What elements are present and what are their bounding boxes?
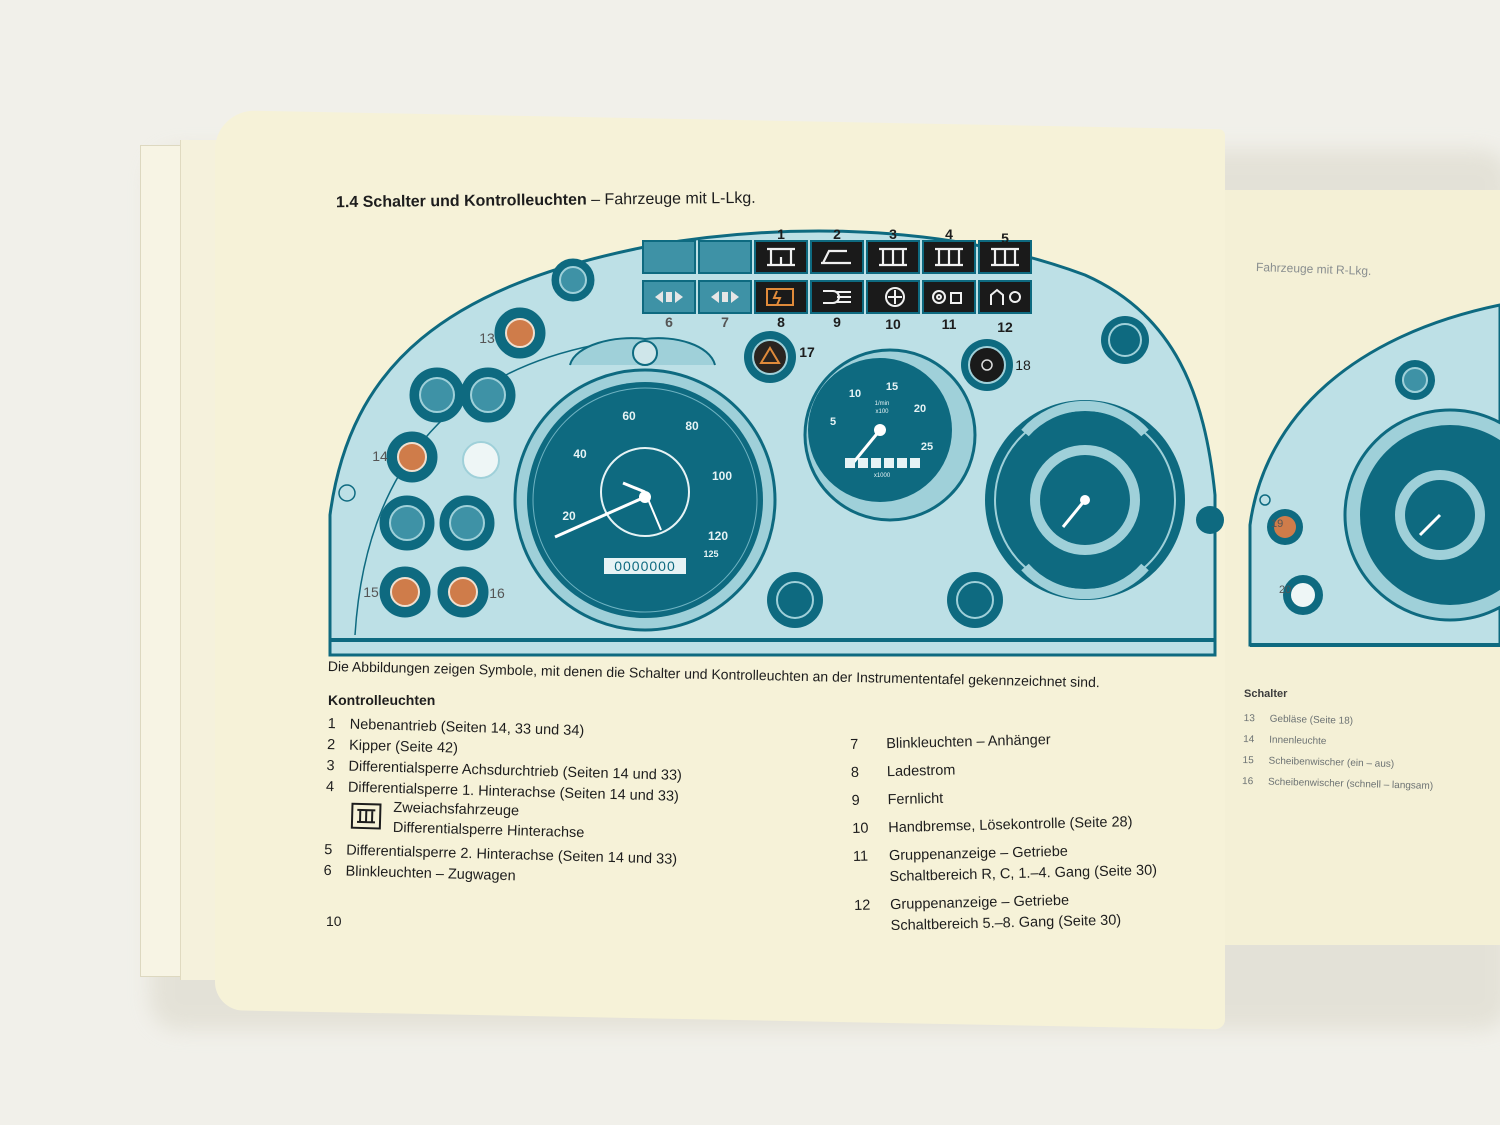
section-number: 1.4 xyxy=(335,193,359,212)
indicator-number-12: 12 xyxy=(997,319,1013,335)
two-axle-note: Zweiachsfahrzeuge Differentialsperre Hin… xyxy=(324,798,585,841)
tacho-unit-bottom: x1000 xyxy=(874,473,891,479)
speedo-tick-100: 100 xyxy=(712,469,732,483)
speedo-tick-40: 40 xyxy=(573,447,587,461)
dash-number-15: 15 xyxy=(363,584,379,600)
indicator-number-11: 11 xyxy=(942,316,957,332)
schalter-heading: Schalter xyxy=(1244,688,1288,700)
section-title-light: – Fahrzeuge mit L-Lkg. xyxy=(591,189,756,209)
indicator-number-7: 7 xyxy=(721,314,729,330)
indicator-number-3: 3 xyxy=(889,226,897,242)
tacho-unit-top: 1/min xyxy=(875,401,890,407)
tacho-tick-10: 10 xyxy=(849,388,861,400)
indicator-number-6: 6 xyxy=(665,314,673,330)
tacho-unit-mid: x100 xyxy=(875,409,889,415)
indicator-number-10: 10 xyxy=(885,316,901,332)
indicator-row-bottom xyxy=(642,280,1032,314)
tacho-tick-25: 25 xyxy=(921,441,933,453)
tachometer: 5 10 15 20 25 1/min x100 x1000 xyxy=(803,348,977,522)
tacho-tick-15: 15 xyxy=(886,381,898,393)
switch-cluster-left xyxy=(338,258,595,618)
tacho-tick-5: 5 xyxy=(830,416,836,428)
tacho-tick-20: 20 xyxy=(914,403,926,415)
speedo-tick-125: 125 xyxy=(703,549,718,559)
indicator-number-8: 8 xyxy=(777,314,785,330)
section-title-bold: Schalter und Kontrolleuchten xyxy=(362,191,587,211)
odometer: 0000000 xyxy=(614,558,676,574)
combination-gauge xyxy=(985,400,1185,600)
lower-switches xyxy=(767,316,1224,628)
speedometer: 0000000 20 40 60 80 100 120 125 xyxy=(513,337,777,632)
right-dash-number-19: 19 xyxy=(1271,518,1283,530)
dash-number-14: 14 xyxy=(372,448,388,464)
indicator-number-5: 5 xyxy=(1001,230,1009,246)
indicator-number-2: 2 xyxy=(833,226,841,242)
right-dash-number-20: 20 xyxy=(1279,584,1291,596)
dash-number-18: 18 xyxy=(1015,357,1031,373)
dashboard-illustration: 1 2 3 4 5 6 7 8 9 10 11 12 13 14 15 16 1… xyxy=(328,226,1224,657)
speedo-tick-80: 80 xyxy=(685,419,699,433)
speedo-tick-20: 20 xyxy=(562,509,576,523)
light-switch xyxy=(961,339,1013,391)
kontrolleuchten-heading: Kontrolleuchten xyxy=(328,692,436,708)
indicator-number-1: 1 xyxy=(777,226,785,242)
hazard-switch xyxy=(744,331,796,383)
right-dashboard-illustration: 19 20 xyxy=(1248,303,1500,647)
speedo-tick-60: 60 xyxy=(622,409,636,423)
indicator-number-4: 4 xyxy=(945,226,953,242)
page-number: 10 xyxy=(326,913,342,929)
dash-number-17: 17 xyxy=(799,344,815,360)
indicator-row-top xyxy=(642,240,1032,274)
dash-number-13: 13 xyxy=(479,330,495,346)
speedo-tick-120: 120 xyxy=(708,529,728,543)
indicator-number-9: 9 xyxy=(833,314,841,330)
differential-lock-icon xyxy=(350,802,382,830)
dash-number-16: 16 xyxy=(489,585,505,601)
